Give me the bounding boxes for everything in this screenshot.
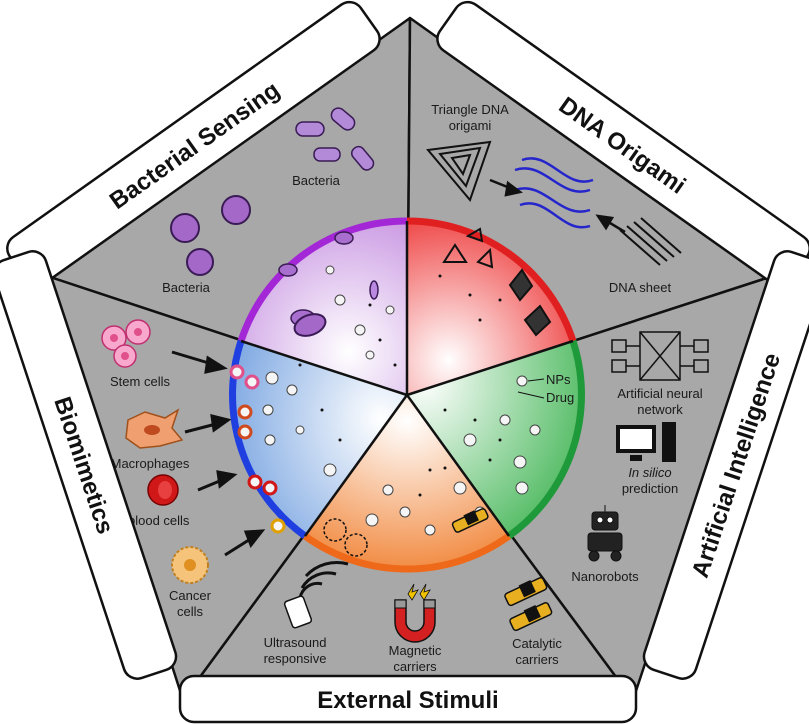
- rim-orange: [302, 533, 512, 573]
- nanorobots-label: Nanorobots: [571, 569, 639, 584]
- stem-cells-label: Stem cells: [110, 374, 170, 389]
- nps-drug-legend: NPs Drug: [516, 372, 574, 405]
- neural-network-label-line2: network: [637, 402, 683, 417]
- ultrasound-device-icon: [283, 595, 313, 629]
- catalytic-carrier-in-circle: [451, 508, 489, 533]
- neural-network-icon: [611, 331, 709, 381]
- coated-particles: [229, 364, 286, 534]
- catalytic-carriers-icon: [504, 577, 553, 632]
- computer-icon: [616, 422, 676, 462]
- dna-helix-icon: [514, 157, 594, 229]
- dna-arrows: [489, 178, 626, 234]
- magnetic-label-line2: carriers: [393, 659, 437, 674]
- magnet-icon: [394, 583, 436, 643]
- stem-cells-icon: [101, 319, 151, 368]
- wedge-purple: [241, 220, 407, 395]
- triangle-dna-label-line2: origami: [449, 118, 492, 133]
- in-silico-label-line1: In silico: [628, 465, 671, 480]
- ultrasound-particles: [323, 518, 368, 557]
- rim-purple: [237, 217, 408, 343]
- cancer-cells-label-line2: cells: [177, 604, 204, 619]
- ultrasound-label-line1: Ultrasound: [264, 635, 327, 650]
- macrophage-icon: [125, 408, 184, 449]
- dna-shapes-in-circle: [442, 227, 552, 337]
- catalytic-label-line1: Catalytic: [512, 636, 562, 651]
- bacteria-label-top: Bacteria: [292, 173, 340, 188]
- wedge-red: [407, 220, 573, 395]
- bacterium-large: [293, 313, 327, 337]
- dna-sheet-label: DNA sheet: [609, 280, 672, 295]
- rim-red: [406, 217, 577, 343]
- rim-green: [506, 339, 585, 539]
- ultrasound-label-line2: responsive: [264, 651, 327, 666]
- nanoparticles: [262, 265, 541, 536]
- neural-network-label-line1: Artificial neural: [617, 386, 702, 401]
- title-external-stimuli: External Stimuli: [317, 687, 498, 714]
- drug-label: Drug: [546, 390, 574, 405]
- ultrasound-icon: [298, 561, 349, 599]
- triangle-dna-label-line1: Triangle DNA: [431, 102, 509, 117]
- macrophages-label: Macrophages: [111, 456, 190, 471]
- magnetic-label-line1: Magnetic: [389, 643, 442, 658]
- nanorobot-icon: [587, 505, 623, 562]
- triangle-dna-origami-icon: [426, 140, 492, 202]
- wedge-green: [407, 341, 582, 536]
- bacteria-group-top: [295, 107, 375, 171]
- bacteria-group-left: [170, 195, 251, 276]
- biomimetic-arrows: [171, 350, 266, 557]
- dna-sheet-icon: [619, 217, 682, 266]
- cancer-cell-icon: [171, 546, 209, 584]
- cancer-cells-label-line1: Cancer: [169, 588, 212, 603]
- central-circle: [229, 217, 585, 573]
- in-silico-label-line2: prediction: [622, 481, 678, 496]
- bacteria-label-left: Bacteria: [162, 280, 210, 295]
- red-blood-cells-icon: [147, 474, 179, 506]
- banner-external-stimuli: External Stimuli: [178, 674, 638, 724]
- drug-dots: [298, 274, 502, 497]
- nps-label: NPs: [546, 372, 571, 387]
- catalytic-label-line2: carriers: [515, 652, 559, 667]
